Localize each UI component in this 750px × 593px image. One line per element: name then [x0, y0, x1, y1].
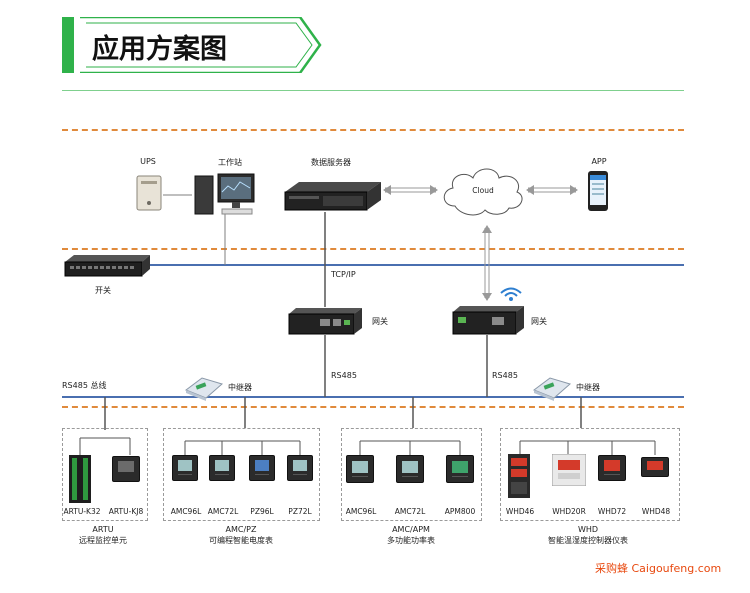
pz96l-meter	[249, 455, 275, 481]
wifi-icon	[499, 286, 523, 302]
group-box-whd	[500, 428, 680, 521]
smartphone-icon	[587, 170, 609, 212]
device-label: PZ72L	[288, 507, 312, 516]
whd20r-device	[551, 453, 587, 487]
group-name: AMC/APM	[392, 525, 430, 534]
app-label: APP	[591, 157, 607, 166]
pz72l-meter	[287, 455, 313, 481]
amc72l-meter	[209, 455, 235, 481]
ups-label: UPS	[140, 157, 156, 166]
gateway-label: 网关	[531, 317, 547, 326]
device-label: WHD20R	[552, 507, 586, 516]
group-desc: 可编程智能电度表	[209, 536, 273, 545]
server-label: 数据服务器	[311, 158, 351, 167]
footer-watermark: 采购蜂 Caigoufeng.com	[595, 562, 722, 575]
device-label: WHD46	[505, 507, 535, 516]
tcpip-label: TCP/IP	[331, 270, 356, 279]
device-label: PZ96L	[250, 507, 274, 516]
device-label: ARTU-KJ8	[108, 507, 144, 516]
whd48-device	[641, 457, 669, 477]
repeater-icon	[184, 376, 224, 402]
group-box-artu	[62, 428, 148, 521]
gateway-label: 网关	[372, 317, 388, 326]
group-caption-artu: ARTU 远程监控单元	[79, 524, 127, 546]
group-name: AMC/PZ	[225, 525, 257, 534]
whd46-device	[508, 454, 530, 498]
device-label: AMC72L	[207, 507, 239, 516]
rs485-label: RS485	[331, 371, 357, 380]
amc72l-meter	[396, 455, 424, 483]
group-desc: 远程监控单元	[79, 536, 127, 545]
title-banner: 应用方案图	[62, 15, 322, 75]
device-label: WHD48	[641, 507, 671, 516]
group-box-amc-apm	[341, 428, 482, 521]
level-separator	[62, 129, 684, 131]
header-divider	[62, 90, 684, 91]
workstation-icon	[194, 172, 256, 216]
apm800-meter	[446, 455, 474, 483]
group-name: WHD	[577, 525, 599, 534]
device-label: WHD72	[597, 507, 627, 516]
cloud-label: Cloud	[472, 186, 494, 195]
network-switch-icon	[64, 254, 152, 278]
device-label: AMC72L	[394, 507, 426, 516]
group-caption-whd: WHD 智能温湿度控制器仪表	[548, 524, 628, 546]
device-label: AMC96L	[345, 507, 377, 516]
repeater-label: 中继器	[576, 383, 600, 392]
artu-k32-device	[69, 455, 91, 503]
server-icon	[283, 180, 383, 212]
ups-icon	[136, 175, 162, 211]
switch-label: 开关	[95, 286, 111, 295]
level-separator	[62, 248, 684, 250]
repeater-label: 中继器	[228, 383, 252, 392]
rs485-label: RS485	[492, 371, 518, 380]
group-box-amc-pz	[163, 428, 320, 521]
rs485-bus-label: RS485 总线	[62, 381, 107, 390]
whd72-device	[598, 455, 626, 481]
amc96l-meter	[172, 455, 198, 481]
group-caption-amc-apm: AMC/APM 多功能功率表	[387, 524, 435, 546]
page-title: 应用方案图	[92, 34, 227, 65]
group-desc: 多功能功率表	[387, 536, 435, 545]
group-desc: 智能温湿度控制器仪表	[548, 536, 628, 545]
artu-kj8-device	[112, 456, 140, 482]
workstation-label: 工作站	[218, 158, 242, 167]
cloud-icon: Cloud	[437, 160, 527, 220]
gateway-icon	[288, 306, 364, 336]
amc96l-meter	[346, 455, 374, 483]
repeater-icon	[532, 376, 572, 402]
level-separator	[62, 406, 684, 408]
group-name: ARTU	[92, 525, 114, 534]
group-caption-amc-pz: AMC/PZ 可编程智能电度表	[209, 524, 273, 546]
gateway-icon	[452, 304, 526, 336]
device-label: ARTU-K32	[63, 507, 101, 516]
device-label: AMC96L	[170, 507, 202, 516]
device-label: APM800	[444, 507, 476, 516]
